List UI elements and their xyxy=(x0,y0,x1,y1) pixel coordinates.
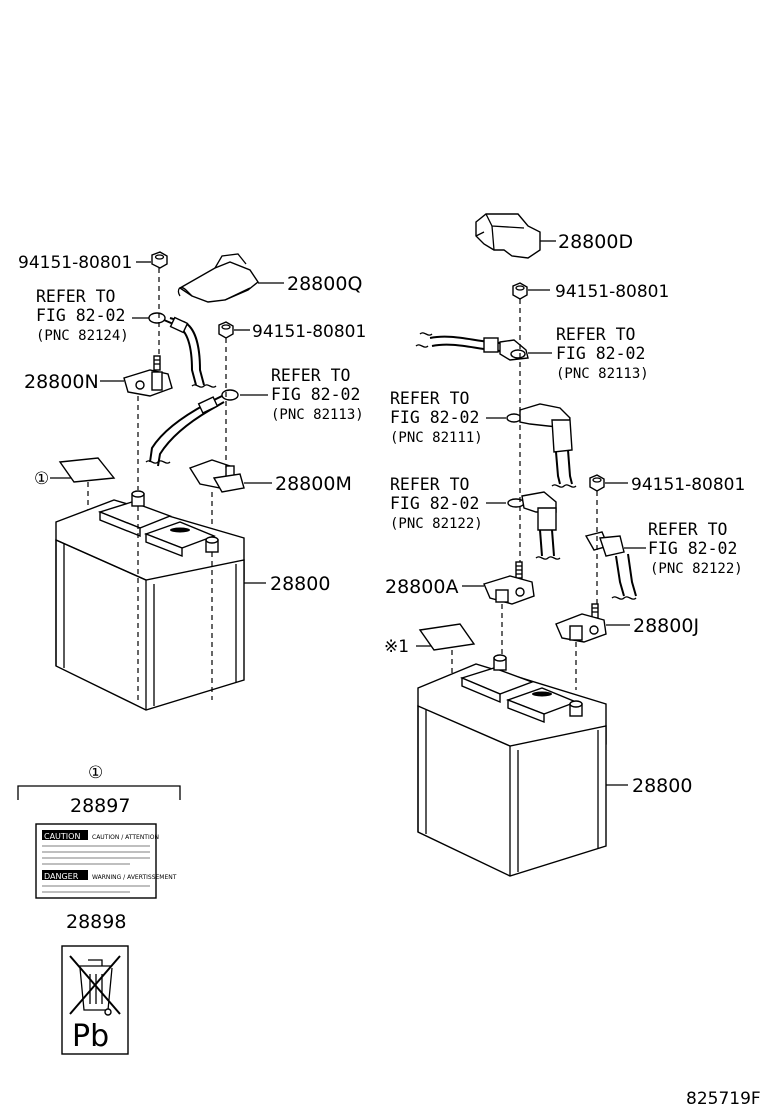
card-caption2: WARNING / AVERTISSEMENT xyxy=(92,874,177,881)
ref4-line2: FIG 82-02 xyxy=(390,408,479,427)
fusible-link-cable-icon xyxy=(506,403,577,488)
ref3-line2: FIG 82-02 xyxy=(556,344,645,363)
battery-cable-icon xyxy=(148,312,205,386)
label-nut-mid-left: 94151-80801 xyxy=(252,322,366,342)
nut-icon xyxy=(151,251,168,269)
label-28897: 28897 xyxy=(70,795,130,817)
ref5-line1: REFER TO xyxy=(390,475,469,494)
ref1-line2: FIG 82-02 xyxy=(36,306,125,325)
ref2-line2: FIG 82-02 xyxy=(271,385,360,404)
ref1-line3: (PNC 82124) xyxy=(36,328,129,344)
card-badge2: DANGER xyxy=(44,872,79,881)
ref3-line1: REFER TO xyxy=(556,325,635,344)
terminal-28800j-icon xyxy=(555,603,607,643)
label-28800-right: 28800 xyxy=(632,775,692,797)
ref6-line2: FIG 82-02 xyxy=(648,539,737,558)
battery-left-icon xyxy=(55,490,245,711)
nut-icon xyxy=(512,282,528,300)
label-28800n: 28800N xyxy=(24,371,99,393)
main-cable-icon xyxy=(415,332,529,361)
terminal-28800a-icon xyxy=(483,561,535,605)
note1-marker: ※1 xyxy=(384,637,409,657)
ref5-line3: (PNC 82122) xyxy=(390,516,483,532)
label-28800-left: 28800 xyxy=(270,573,330,595)
figure-id: 825719F xyxy=(686,1089,760,1109)
recycle-bin-label-icon: Pb xyxy=(61,945,129,1055)
bracket-28800q-icon xyxy=(177,253,259,303)
negative-cable-icon xyxy=(507,491,561,560)
label-28800a: 28800A xyxy=(385,576,458,598)
nut-icon xyxy=(218,321,234,339)
positive-cable-icon xyxy=(145,389,239,467)
ref2-line1: REFER TO xyxy=(271,366,350,385)
ref2-line3: (PNC 82113) xyxy=(271,407,364,423)
caution-label-card-icon: CAUTION CAUTION / ATTENTION DANGER WARNI… xyxy=(35,823,177,899)
ref6-line1: REFER TO xyxy=(648,520,727,539)
label-28800j: 28800J xyxy=(633,615,699,637)
ref3-line3: (PNC 82113) xyxy=(556,366,649,382)
circle1-marker: ① xyxy=(34,469,49,489)
label-nut-mid-right: 94151-80801 xyxy=(631,475,745,495)
card-badge1: CAUTION xyxy=(44,832,80,841)
battery-right-icon xyxy=(417,654,607,877)
terminal-cover-28800d-icon xyxy=(475,213,541,259)
ref4-line3: (PNC 82111) xyxy=(390,430,483,446)
sensor-cable-icon xyxy=(584,531,637,600)
ref5-line2: FIG 82-02 xyxy=(390,494,479,513)
ref1-line1: REFER TO xyxy=(36,287,115,306)
ref4-line1: REFER TO xyxy=(390,389,469,408)
label-pb: Pb xyxy=(72,1019,109,1054)
label-28800q: 28800Q xyxy=(287,273,362,295)
nut-icon xyxy=(589,474,605,492)
terminal-28800n-icon xyxy=(123,355,173,397)
ref6-line3: (PNC 82122) xyxy=(650,561,743,577)
label-nut-top-right: 94151-80801 xyxy=(555,282,669,302)
label-28800d: 28800D xyxy=(558,231,633,253)
terminal-28800m-icon xyxy=(188,459,245,493)
label-28800m: 28800M xyxy=(275,473,352,495)
label-nut-top-left: 94151-80801 xyxy=(18,253,132,273)
card-caption1: CAUTION / ATTENTION xyxy=(92,834,159,841)
circle1-group-marker: ① xyxy=(88,763,103,783)
label-28898: 28898 xyxy=(66,911,126,933)
